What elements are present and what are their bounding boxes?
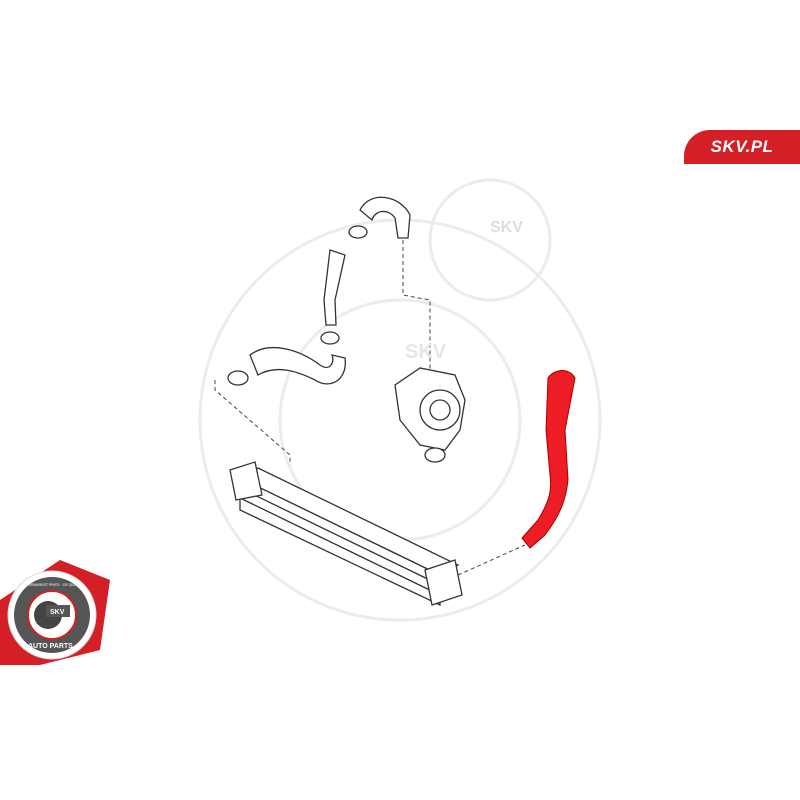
metal-pipe <box>320 249 346 345</box>
turbocharger <box>394 367 466 463</box>
watermark-text: SKV <box>490 219 523 236</box>
badge-top-text: AFTERMARKET PRICE · OE QUALITY <box>22 583 84 587</box>
lower-hose <box>227 347 346 386</box>
skv-auto-parts-badge: SKV AUTO PARTS AFTERMARKET PRICE · OE QU… <box>0 560 110 665</box>
badge-bottom-text: AUTO PARTS <box>28 643 73 650</box>
skv-pl-logo: SKV.PL <box>684 130 800 164</box>
watermark-text-2: SKV <box>405 341 447 363</box>
red-intercooler-hose <box>521 370 576 549</box>
upper-hose <box>348 196 411 239</box>
connector-lines <box>214 240 526 576</box>
badge-center-text: SKV <box>50 609 65 616</box>
intercooler <box>229 461 463 607</box>
